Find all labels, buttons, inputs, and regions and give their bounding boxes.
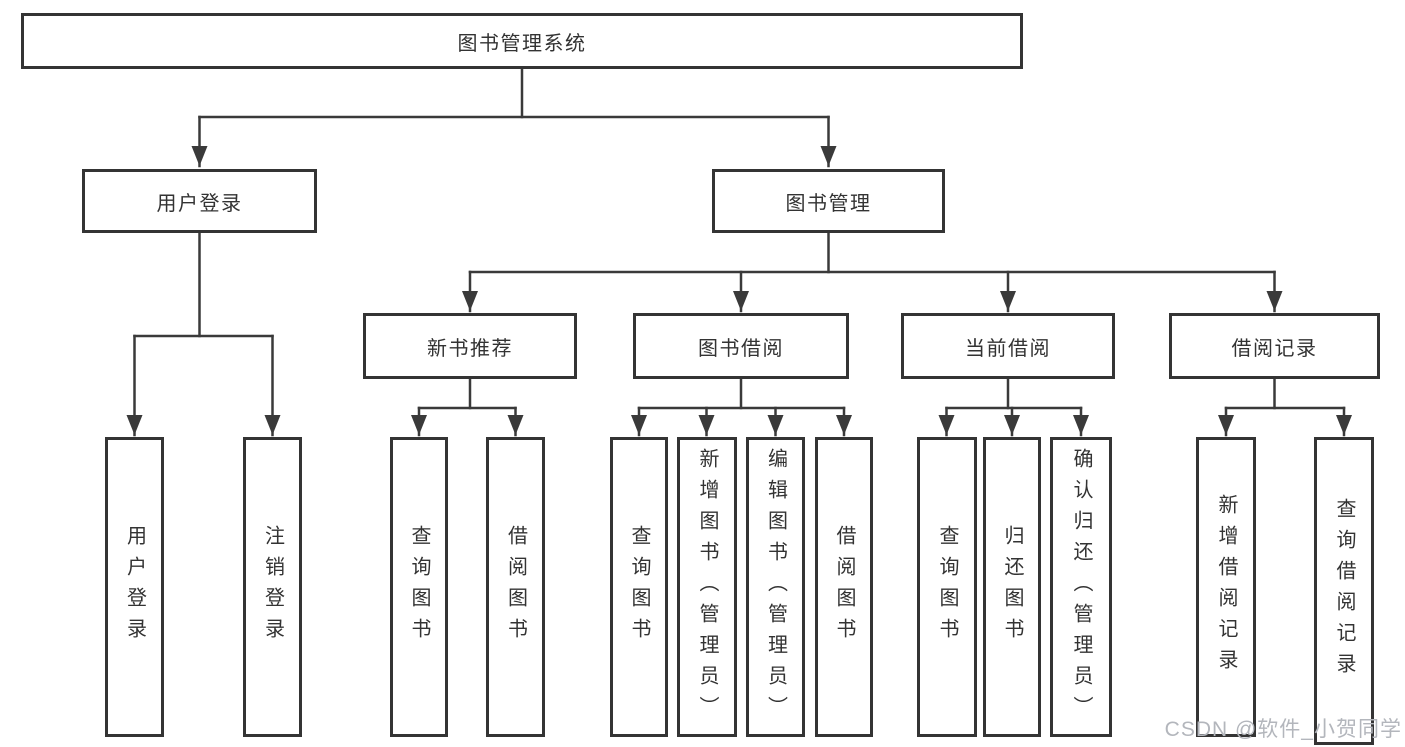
node-book-borrowing: 图书借阅: [633, 313, 849, 379]
node-user-login-label: 用户登录: [156, 192, 243, 215]
node-root: 图书管理系统: [21, 13, 1023, 69]
node-current-borrowing-label: 当前借阅: [965, 337, 1051, 360]
node-borrowing-records-label: 借阅记录: [1231, 337, 1318, 360]
leaf-current-return-books: 归还图书: [983, 437, 1041, 737]
leaf-records-add-record-label: 新增借阅记录: [1215, 494, 1237, 680]
leaf-logout: 注销登录: [243, 437, 302, 737]
leaf-logout-label: 注销登录: [261, 525, 284, 649]
leaf-borrowing-edit-books-admin-label: 编辑图书（管理员）: [764, 447, 787, 727]
leaf-newbook-borrow-books: 借阅图书: [486, 437, 545, 737]
leaf-user-login-label: 用户登录: [123, 525, 146, 649]
leaf-records-query-record-label: 查询借阅记录: [1333, 498, 1355, 684]
leaf-current-query-books: 查询图书: [917, 437, 977, 737]
leaf-records-query-record: 查询借阅记录: [1314, 437, 1374, 745]
watermark-text: CSDN @软件_小贺同学: [1164, 718, 1402, 741]
node-borrowing-records: 借阅记录: [1169, 313, 1380, 379]
leaf-newbook-borrow-books-label: 借阅图书: [504, 525, 527, 649]
node-root-label: 图书管理系统: [457, 32, 587, 55]
node-book-management-label: 图书管理: [785, 192, 872, 215]
leaf-user-login: 用户登录: [105, 437, 164, 737]
node-book-management: 图书管理: [712, 169, 945, 233]
node-current-borrowing: 当前借阅: [901, 313, 1115, 379]
leaf-borrowing-add-books-admin: 新增图书（管理员）: [677, 437, 737, 737]
leaf-current-query-books-label: 查询图书: [936, 525, 958, 649]
leaf-newbook-query-books: 查询图书: [390, 437, 448, 737]
leaf-newbook-query-books-label: 查询图书: [408, 525, 430, 649]
leaf-borrowing-add-books-admin-label: 新增图书（管理员）: [696, 447, 718, 727]
leaf-borrowing-edit-books-admin: 编辑图书（管理员）: [746, 437, 805, 737]
node-book-borrowing-label: 图书借阅: [698, 337, 784, 360]
leaf-current-confirm-return-admin-label: 确认归还（管理员）: [1070, 447, 1092, 727]
leaf-borrowing-query-books: 查询图书: [610, 437, 668, 737]
leaf-borrowing-query-books-label: 查询图书: [628, 525, 650, 649]
leaf-borrowing-borrow-books: 借阅图书: [815, 437, 873, 737]
leaf-records-add-record: 新增借阅记录: [1196, 437, 1256, 737]
node-user-login: 用户登录: [82, 169, 317, 233]
leaf-current-return-books-label: 归还图书: [1001, 525, 1023, 649]
node-new-book-recommendation-label: 新书推荐: [427, 337, 513, 360]
leaf-borrowing-borrow-books-label: 借阅图书: [833, 525, 855, 649]
leaf-current-confirm-return-admin: 确认归还（管理员）: [1050, 437, 1112, 737]
node-new-book-recommendation: 新书推荐: [363, 313, 577, 379]
